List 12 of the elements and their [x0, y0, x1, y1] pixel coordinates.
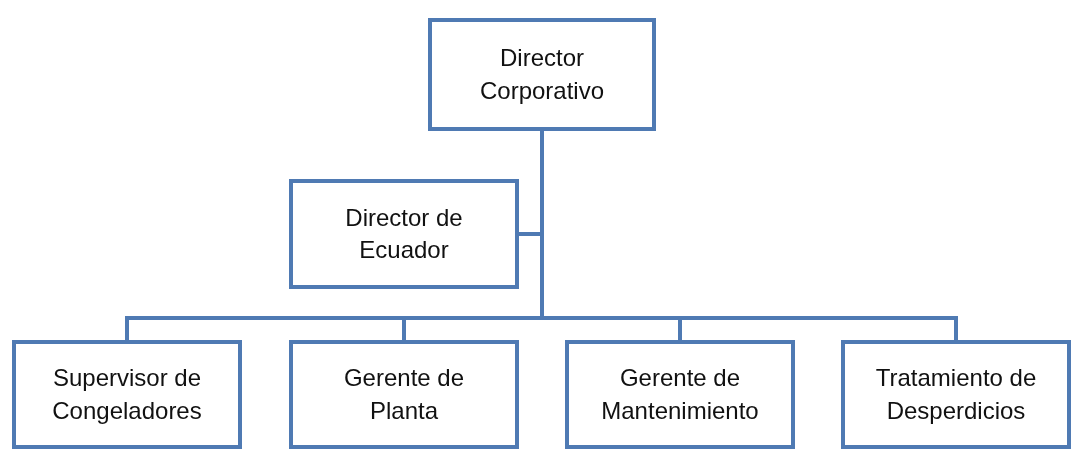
org-box: [12, 340, 242, 449]
org-box: [289, 179, 519, 289]
role-title: Tratamiento de Desperdicios: [874, 363, 1038, 426]
role-title: Director Corporativo: [478, 43, 606, 106]
org-box: [289, 340, 519, 449]
org-box: [428, 18, 656, 131]
role-title: Director de Ecuador: [344, 202, 464, 265]
role-title: Gerente de Planta: [342, 363, 466, 426]
org-box: [565, 340, 795, 449]
org-box: [841, 340, 1071, 449]
role-title: Supervisor de Congeladores: [51, 363, 203, 426]
role-title: Gerente de Mantenimiento: [600, 363, 760, 426]
